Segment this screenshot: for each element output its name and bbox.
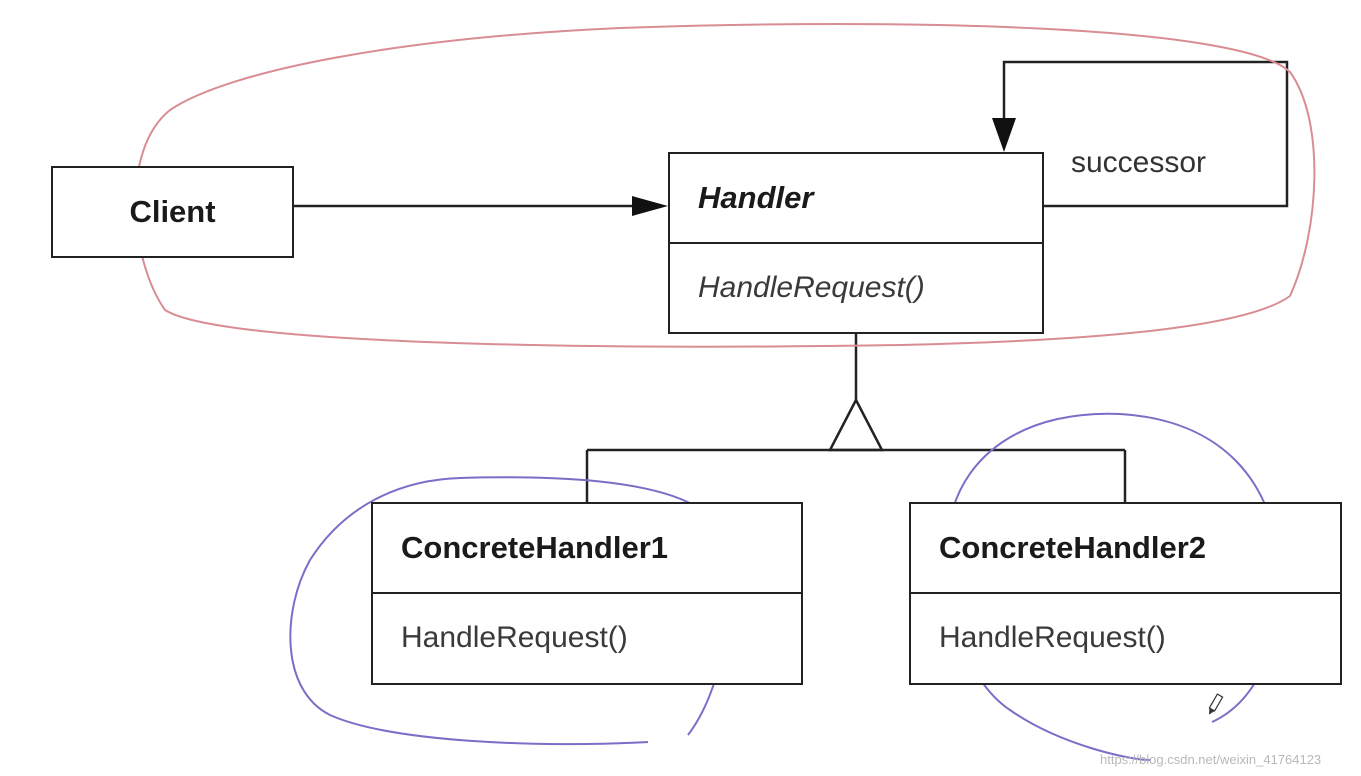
successor-association [1002,60,1289,208]
concrete-handler-2-name: ConcreteHandler2 [939,530,1207,565]
client-handler-arrowhead [632,196,668,216]
concrete-handler-2-divider [911,592,1340,594]
handler-operation: HandleRequest() [698,271,925,304]
handler-class: Handler HandleRequest() [668,152,1044,334]
successor-arrowhead [992,118,1016,152]
concrete-handler-1-name: ConcreteHandler1 [401,530,669,565]
successor-label: successor [1071,146,1207,179]
red-annotation-loop [134,23,1316,348]
client-class-name: Client [129,194,216,229]
handler-class-name: Handler [698,180,814,215]
concrete-handler-1-divider [373,592,801,594]
concrete-handler-1-operation: HandleRequest() [401,621,628,654]
handler-compartment-divider [670,242,1042,244]
concrete-handler-2-class: ConcreteHandler2 HandleRequest() [909,502,1342,685]
pencil-icon [1208,693,1224,715]
watermark-text: https://blog.csdn.net/weixin_41764123 [1100,752,1322,767]
concrete-handler-1-class: ConcreteHandler1 HandleRequest() [371,502,803,685]
concrete-handler-2-operation: HandleRequest() [939,621,1166,654]
inheritance-triangle [827,397,885,452]
client-class: Client [51,166,294,258]
